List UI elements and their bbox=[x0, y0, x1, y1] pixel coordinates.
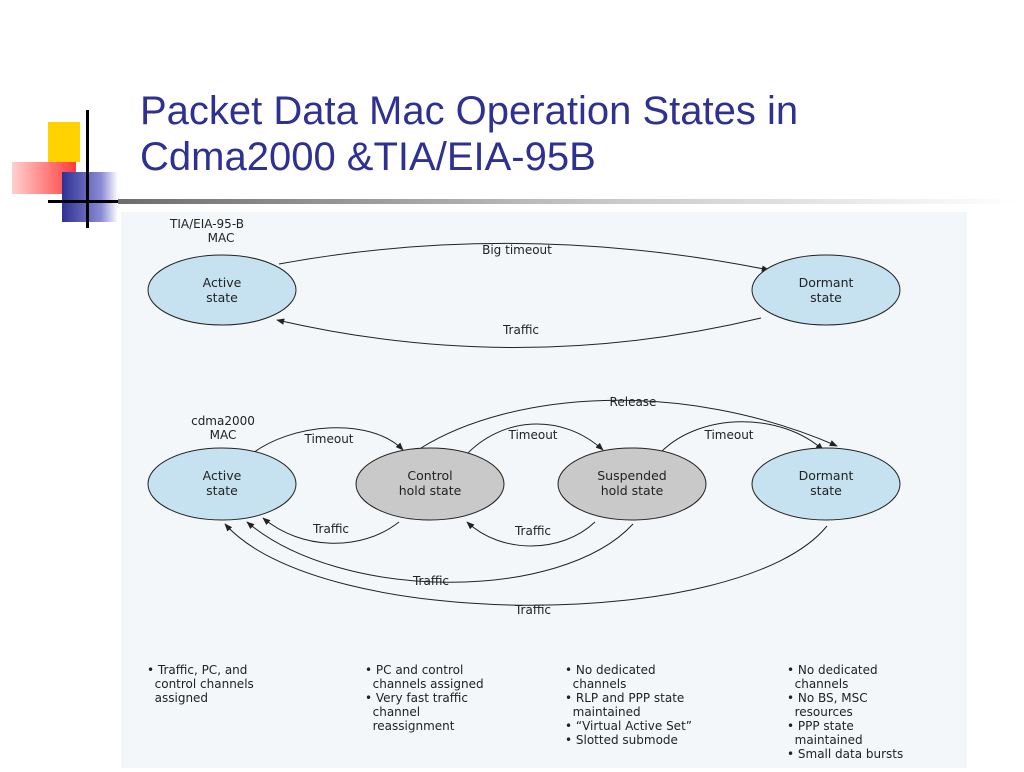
title-divider bbox=[118, 199, 1018, 204]
note-line: channels bbox=[565, 677, 626, 691]
note-line: • PPP state bbox=[787, 719, 854, 733]
cdma-timeout-1-arrow bbox=[248, 427, 404, 457]
cdma-traffic-3-label: Traffic bbox=[412, 574, 449, 588]
tia-traffic-arrow bbox=[276, 317, 762, 348]
cdma-dormant-label-2: state bbox=[810, 483, 842, 498]
cdma-heading-line-1: cdma2000 bbox=[191, 414, 255, 428]
note-line: maintained bbox=[565, 705, 641, 719]
tia-heading-line-2: MAC bbox=[208, 231, 235, 245]
tia-active-label-2: state bbox=[206, 290, 238, 305]
state-diagram-figure: TIA/EIA-95-B MAC Big timeout Traffic Act… bbox=[121, 212, 967, 768]
note-line: control channels bbox=[147, 677, 254, 691]
note-line: resources bbox=[787, 705, 853, 719]
cdma-suspended-hold-state: Suspended hold state bbox=[557, 447, 707, 521]
notes-active: • Traffic, PC, and control channels assi… bbox=[147, 663, 254, 705]
cdma-traffic-3-arrow bbox=[246, 521, 634, 583]
tia-heading-line-1: TIA/EIA-95-B bbox=[169, 217, 244, 231]
tia-active-label-1: Active bbox=[203, 275, 242, 290]
title-line-2: Cdma2000 &TIA/EIA-95B bbox=[140, 135, 596, 179]
tia-big-timeout-arrow bbox=[278, 242, 770, 272]
cdma-traffic-4-label: Traffic bbox=[514, 603, 551, 617]
note-line: • RLP and PPP state bbox=[565, 691, 684, 705]
note-line: • No dedicated bbox=[787, 663, 878, 677]
cdma-timeout-3-label: Timeout bbox=[703, 428, 753, 442]
note-line: • Slotted submode bbox=[565, 733, 678, 747]
cdma-control-label-1: Control bbox=[407, 468, 452, 483]
logo-horizontal-line bbox=[48, 200, 118, 203]
logo-yellow-square bbox=[48, 122, 80, 162]
tia-big-timeout-label: Big timeout bbox=[482, 243, 552, 257]
cdma-timeout-2-arrow bbox=[464, 423, 604, 457]
notes-suspended-hold: • No dedicated channels • RLP and PPP st… bbox=[565, 663, 692, 747]
note-line: • “Virtual Active Set” bbox=[565, 719, 692, 733]
cdma-timeout-1-label: Timeout bbox=[303, 432, 353, 446]
cdma-control-hold-state: Control hold state bbox=[355, 447, 505, 521]
note-line: • Very fast traffic bbox=[365, 691, 468, 705]
cdma-timeout-2-label: Timeout bbox=[507, 428, 557, 442]
note-line: maintained bbox=[787, 733, 863, 747]
cdma-traffic-2-arrow bbox=[466, 521, 596, 547]
note-line: • No dedicated bbox=[565, 663, 656, 677]
cdma-timeout-3-arrow bbox=[660, 421, 824, 453]
tia-dormant-state: Dormant state bbox=[751, 254, 901, 326]
tia-active-state: Active state bbox=[147, 254, 297, 326]
cdma-active-state: Active state bbox=[147, 447, 297, 521]
cdma-suspended-label-1: Suspended bbox=[597, 468, 666, 483]
logo-vertical-line bbox=[86, 110, 89, 228]
state-diagram: TIA/EIA-95-B MAC Big timeout Traffic Act… bbox=[147, 217, 903, 761]
cdma-suspended-label-2: hold state bbox=[601, 483, 664, 498]
note-line: • PC and control bbox=[365, 663, 463, 677]
cdma-release-arrow bbox=[420, 399, 838, 449]
cdma-traffic-2-label: Traffic bbox=[514, 524, 551, 538]
cdma-dormant-state: Dormant state bbox=[751, 447, 901, 521]
cdma-traffic-1-arrow bbox=[262, 517, 400, 544]
cdma-release-label: Release bbox=[610, 395, 657, 409]
tia-traffic-label: Traffic bbox=[502, 323, 539, 337]
cdma-active-label-2: state bbox=[206, 483, 238, 498]
note-line: channels assigned bbox=[365, 677, 484, 691]
note-line: reassignment bbox=[365, 719, 455, 733]
note-line: channels bbox=[787, 677, 848, 691]
template-logo bbox=[0, 100, 140, 230]
title-line-1: Packet Data Mac Operation States in bbox=[140, 89, 799, 133]
notes-control-hold: • PC and control channels assigned • Ver… bbox=[365, 663, 484, 733]
cdma-traffic-1-label: Traffic bbox=[312, 522, 349, 536]
tia-dormant-label-2: state bbox=[810, 290, 842, 305]
logo-blue-square bbox=[62, 172, 118, 222]
note-line: • Small data bursts bbox=[787, 747, 903, 761]
cdma-control-label-2: hold state bbox=[399, 483, 462, 498]
note-line: assigned bbox=[147, 691, 208, 705]
note-line: • Traffic, PC, and bbox=[147, 663, 247, 677]
note-line: • No BS, MSC bbox=[787, 691, 868, 705]
tia-dormant-label-1: Dormant bbox=[799, 275, 854, 290]
slide-title: Packet Data Mac Operation States in Cdma… bbox=[140, 88, 1000, 180]
notes-dormant: • No dedicated channels • No BS, MSC res… bbox=[787, 663, 903, 761]
cdma-heading-line-2: MAC bbox=[210, 428, 237, 442]
cdma-traffic-4-arrow bbox=[224, 523, 828, 606]
cdma-active-label-1: Active bbox=[203, 468, 242, 483]
note-line: channel bbox=[365, 705, 420, 719]
cdma-dormant-label-1: Dormant bbox=[799, 468, 854, 483]
